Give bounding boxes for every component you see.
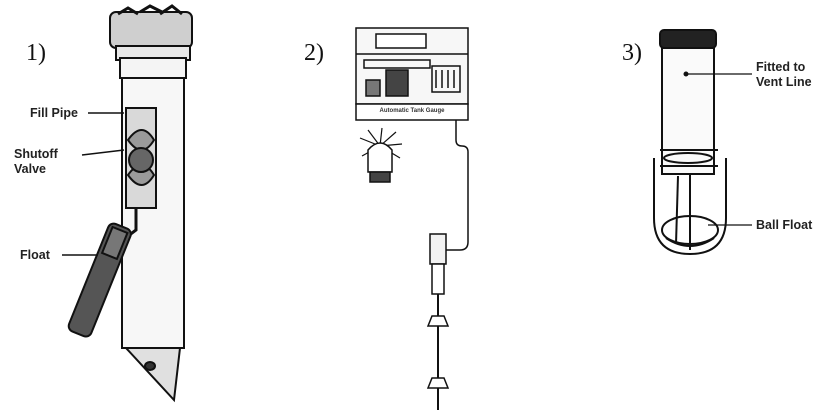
overfill-shutoff-valve-illustration bbox=[62, 6, 192, 400]
automatic-tank-gauge-illustration bbox=[356, 28, 468, 410]
fitted-to-vent-line-label-line1: Fitted to bbox=[756, 60, 805, 75]
panel-number-2: 2) bbox=[304, 40, 324, 67]
float-label: Float bbox=[20, 248, 50, 263]
automatic-tank-gauge-label: Automatic Tank Gauge bbox=[356, 108, 468, 115]
vent-ball-float-illustration bbox=[654, 30, 752, 254]
fill-pipe-label: Fill Pipe bbox=[30, 106, 78, 121]
ball-float-label: Ball Float bbox=[756, 218, 812, 233]
panel-number-1: 1) bbox=[26, 40, 46, 67]
fitted-to-vent-line-label-line2: Vent Line bbox=[756, 75, 812, 90]
shutoff-valve-label-line2: Valve bbox=[14, 162, 46, 177]
panel-number-3: 3) bbox=[622, 40, 642, 67]
shutoff-valve-label-line1: Shutoff bbox=[14, 147, 58, 162]
